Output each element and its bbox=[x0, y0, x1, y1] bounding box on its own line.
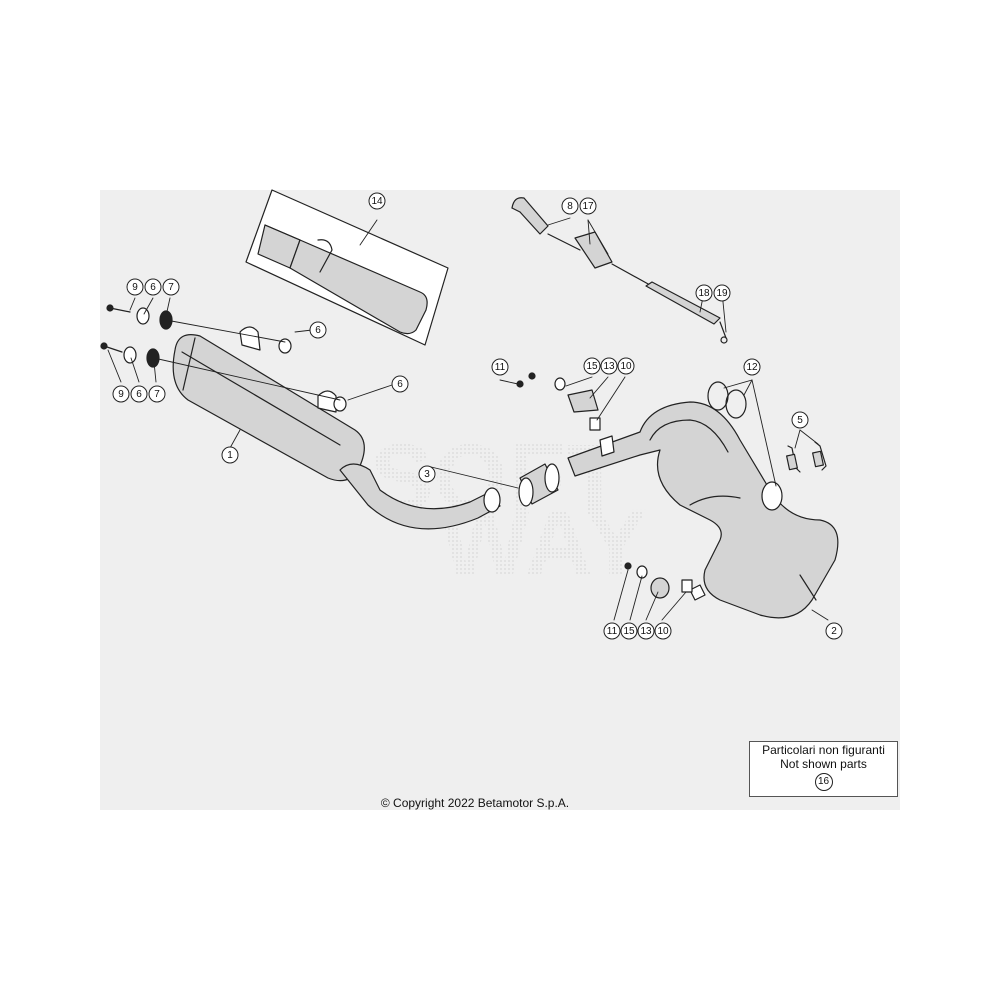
part-5-springs bbox=[786, 441, 827, 473]
callout-13-top: 13 bbox=[603, 361, 615, 372]
part-1-silencer bbox=[172, 326, 501, 530]
hardware-middle bbox=[516, 372, 601, 431]
legend-part-number: 16 bbox=[814, 773, 833, 791]
hardware-right bbox=[624, 562, 693, 599]
callout-10-bottom: 10 bbox=[657, 626, 669, 637]
callout-10-top: 10 bbox=[620, 361, 632, 372]
callout-7-bottom: 7 bbox=[154, 389, 160, 400]
callout-9-bottom: 9 bbox=[118, 389, 124, 400]
hardware-left-bottom bbox=[100, 342, 347, 412]
part-12-o-rings bbox=[707, 381, 747, 419]
callout-2: 2 bbox=[831, 626, 837, 637]
callout-8: 8 bbox=[567, 201, 573, 212]
callout-5: 5 bbox=[797, 415, 803, 426]
callout-14: 14 bbox=[371, 196, 383, 207]
callout-15-bottom: 15 bbox=[623, 626, 635, 637]
callout-7-top: 7 bbox=[168, 282, 174, 293]
part-3-coupling bbox=[518, 463, 560, 507]
copyright-notice: © Copyright 2022 Betamotor S.p.A. bbox=[380, 796, 570, 810]
callout-15-top: 15 bbox=[586, 361, 598, 372]
leader-lines bbox=[107, 217, 829, 621]
callout-1: 1 bbox=[227, 450, 233, 461]
callout-3: 3 bbox=[424, 469, 430, 480]
not-shown-parts-legend: Particolari non figuranti Not shown part… bbox=[749, 741, 898, 797]
callout-6-top: 6 bbox=[150, 282, 156, 293]
callout-6-bottom: 6 bbox=[136, 389, 142, 400]
callout-9-top: 9 bbox=[132, 282, 138, 293]
callout-labels: 14 8 17 18 19 9 6 7 6 9 6 7 6 1 11 15 13… bbox=[118, 196, 837, 637]
part-14-muffler-packing bbox=[245, 189, 449, 346]
callout-19: 19 bbox=[716, 288, 728, 299]
callout-circles bbox=[112, 192, 843, 640]
callout-11-bottom: 11 bbox=[607, 626, 618, 637]
callout-18: 18 bbox=[698, 288, 710, 299]
legend-line-italian: Particolari non figuranti bbox=[762, 743, 885, 757]
callout-17: 17 bbox=[582, 201, 594, 212]
callout-6-upper-right: 6 bbox=[315, 325, 321, 336]
part-2-expansion-chamber bbox=[567, 401, 839, 619]
callout-12: 12 bbox=[746, 362, 758, 373]
part-8-hose bbox=[511, 197, 728, 344]
callout-6-lower-right: 6 bbox=[397, 379, 403, 390]
callout-11-top: 11 bbox=[495, 362, 506, 373]
callout-13-bottom: 13 bbox=[640, 626, 652, 637]
legend-line-english: Not shown parts bbox=[780, 757, 867, 771]
